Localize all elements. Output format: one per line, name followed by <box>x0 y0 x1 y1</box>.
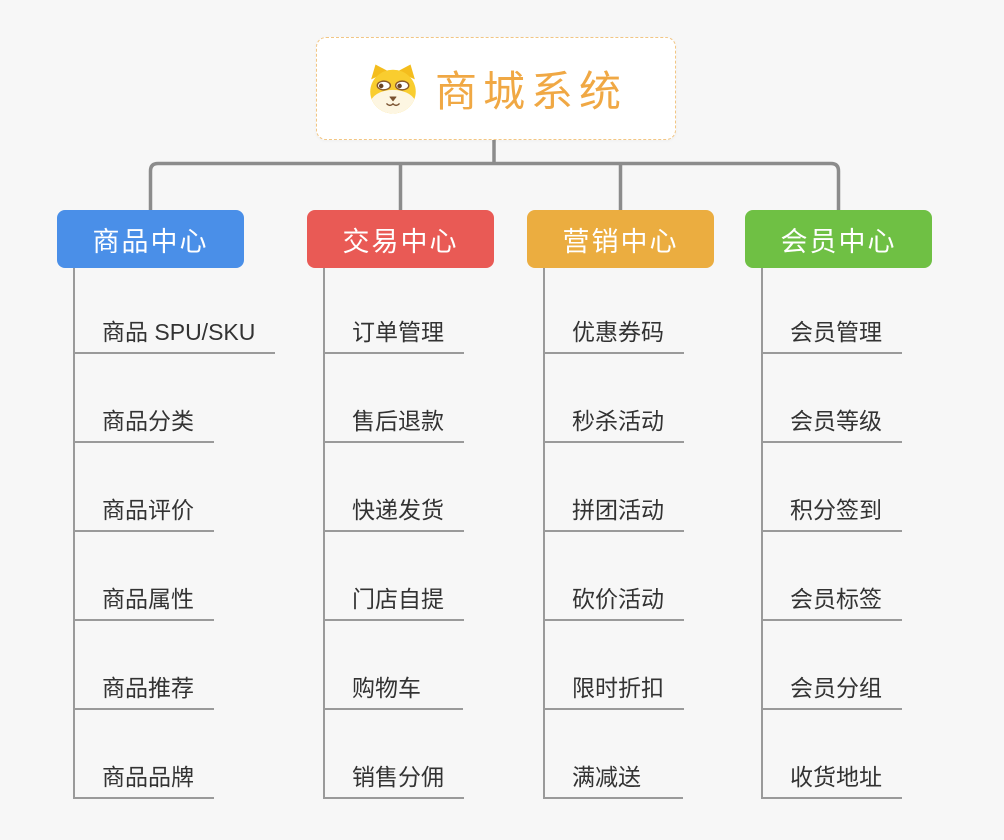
child-node[interactable]: 商品推荐 <box>73 621 214 710</box>
child-label: 商品属性 <box>102 585 194 612</box>
child-node[interactable]: 积分签到 <box>761 443 902 532</box>
branch-stem <box>323 268 325 799</box>
branch-stem <box>761 268 763 799</box>
child-label: 限时折扣 <box>572 674 664 701</box>
child-node[interactable]: 满减送 <box>543 710 683 799</box>
child-label: 满减送 <box>572 763 641 790</box>
child-node[interactable]: 收货地址 <box>761 710 902 799</box>
child-node[interactable]: 商品品牌 <box>73 710 214 799</box>
branch-children: 优惠券码 秒杀活动 拼团活动 砍价活动 限时折扣 满减送 <box>543 268 684 799</box>
branch-node-trade[interactable]: 交易中心 <box>307 210 494 268</box>
child-node[interactable]: 会员管理 <box>761 268 902 354</box>
child-label: 会员等级 <box>790 407 882 434</box>
child-label: 拼团活动 <box>572 496 664 523</box>
child-node[interactable]: 拼团活动 <box>543 443 684 532</box>
child-node[interactable]: 秒杀活动 <box>543 354 684 443</box>
child-node[interactable]: 限时折扣 <box>543 621 684 710</box>
child-label: 销售分佣 <box>352 763 444 790</box>
child-label: 积分签到 <box>790 496 882 523</box>
child-label: 商品分类 <box>102 407 194 434</box>
child-label: 收货地址 <box>790 763 882 790</box>
branch-node-products[interactable]: 商品中心 <box>57 210 244 268</box>
child-label: 商品 SPU/SKU <box>102 318 256 345</box>
child-node[interactable]: 商品评价 <box>73 443 214 532</box>
root-title: 商城系统 <box>434 68 627 115</box>
child-node[interactable]: 订单管理 <box>323 268 464 354</box>
child-label: 商品品牌 <box>102 763 194 790</box>
child-node[interactable]: 门店自提 <box>323 532 464 621</box>
child-label: 砍价活动 <box>572 585 664 612</box>
branch-children: 订单管理 售后退款 快递发货 门店自提 购物车 销售分佣 <box>323 268 464 799</box>
child-node[interactable]: 优惠券码 <box>543 268 684 354</box>
child-label: 订单管理 <box>352 318 444 345</box>
child-label: 售后退款 <box>352 407 444 434</box>
child-label: 优惠券码 <box>572 318 664 345</box>
branch-stem <box>73 268 75 799</box>
child-node[interactable]: 商品 SPU/SKU <box>73 268 276 354</box>
child-label: 商品推荐 <box>102 674 194 701</box>
branch-stem <box>543 268 545 799</box>
child-node[interactable]: 会员分组 <box>761 621 902 710</box>
child-node[interactable]: 快递发货 <box>323 443 464 532</box>
child-node[interactable]: 会员标签 <box>761 532 902 621</box>
child-label: 会员标签 <box>790 585 882 612</box>
child-node[interactable]: 购物车 <box>323 621 463 710</box>
child-label: 门店自提 <box>352 585 444 612</box>
child-label: 秒杀活动 <box>572 407 664 434</box>
branch-column-products: 商品中心 商品 SPU/SKU 商品分类 商品评价 商品属性 商品推荐 商品品牌 <box>57 210 317 799</box>
branch-column-marketing: 营销中心 优惠券码 秒杀活动 拼团活动 砍价活动 限时折扣 满减送 <box>527 210 787 799</box>
branch-column-members: 会员中心 会员管理 会员等级 积分签到 会员标签 会员分组 收货地址 <box>745 210 1004 799</box>
branch-node-marketing[interactable]: 营销中心 <box>527 210 714 268</box>
doge-icon <box>370 64 416 113</box>
child-node[interactable]: 商品属性 <box>73 532 214 621</box>
child-label: 会员分组 <box>790 674 882 701</box>
child-node[interactable]: 会员等级 <box>761 354 902 443</box>
child-label: 会员管理 <box>790 318 882 345</box>
child-node[interactable]: 售后退款 <box>323 354 464 443</box>
branch-node-members[interactable]: 会员中心 <box>745 210 932 268</box>
child-node[interactable]: 商品分类 <box>73 354 214 443</box>
branch-children: 会员管理 会员等级 积分签到 会员标签 会员分组 收货地址 <box>761 268 902 799</box>
root-node[interactable]: 商城系统 <box>316 37 676 140</box>
child-label: 购物车 <box>352 674 421 701</box>
child-label: 商品评价 <box>102 496 194 523</box>
child-node[interactable]: 砍价活动 <box>543 532 684 621</box>
child-node[interactable]: 销售分佣 <box>323 710 464 799</box>
branch-column-trade: 交易中心 订单管理 售后退款 快递发货 门店自提 购物车 销售分佣 <box>307 210 567 799</box>
child-label: 快递发货 <box>352 496 444 523</box>
branch-children: 商品 SPU/SKU 商品分类 商品评价 商品属性 商品推荐 商品品牌 <box>73 268 276 799</box>
